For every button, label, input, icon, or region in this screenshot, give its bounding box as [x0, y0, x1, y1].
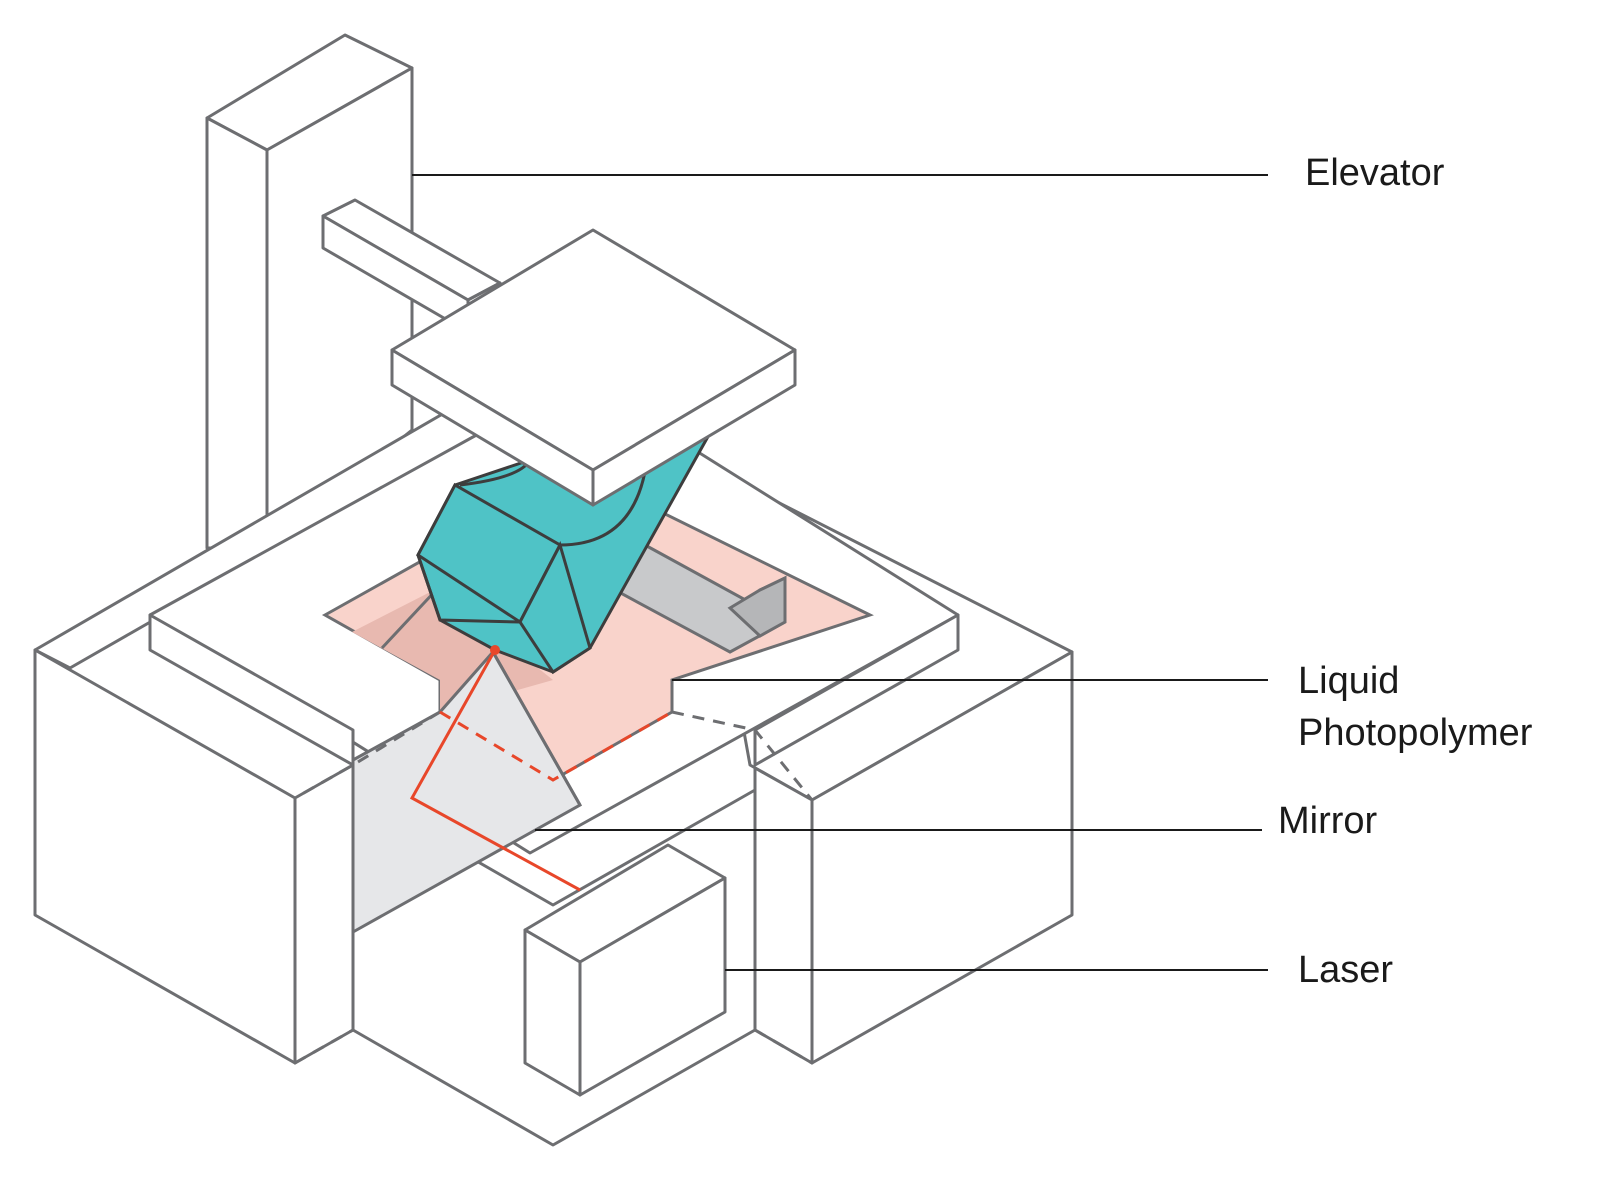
label-mirror: Mirror: [1278, 795, 1377, 847]
label-laser-text: Laser: [1298, 949, 1394, 991]
label-liquid-line1: Liquid: [1298, 660, 1400, 702]
label-liquid-photopolymer: Liquid Photopolymer: [1298, 655, 1532, 759]
laser-unit: [523, 843, 727, 1097]
elevator-column: [205, 33, 414, 550]
support-structure: [612, 543, 787, 654]
elevator-arm: [321, 198, 502, 334]
printed-part: [416, 411, 724, 675]
leader-lines: [412, 174, 1268, 971]
label-liquid-line2: Photopolymer: [1298, 712, 1533, 754]
mirror: [351, 586, 583, 935]
build-platform: [390, 228, 797, 507]
label-laser: Laser: [1298, 944, 1393, 996]
label-elevator-text: Elevator: [1305, 152, 1445, 194]
label-mirror-text: Mirror: [1278, 800, 1378, 842]
label-elevator: Elevator: [1305, 147, 1444, 199]
laser-beam: [409, 645, 581, 892]
hidden-edges: [293, 710, 814, 1065]
